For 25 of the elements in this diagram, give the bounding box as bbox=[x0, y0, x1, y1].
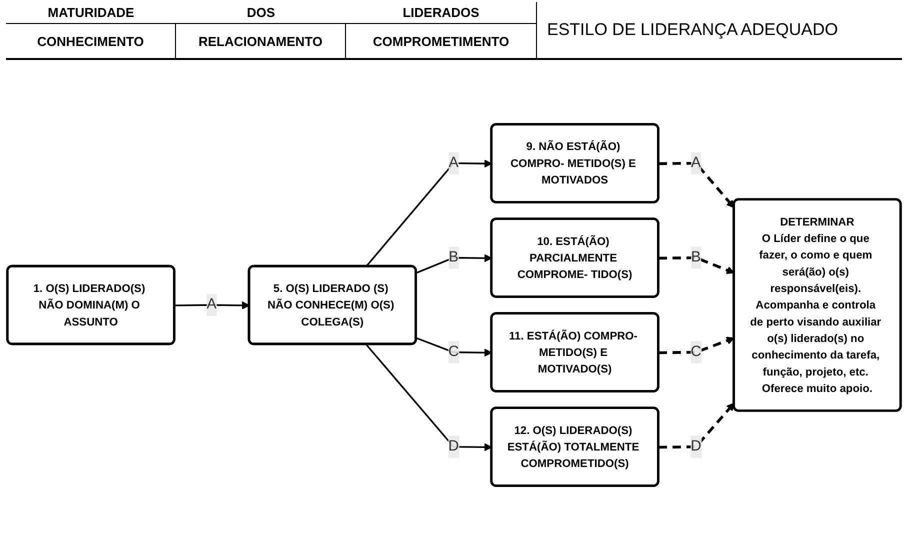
edge-label: A bbox=[206, 296, 217, 312]
arrow bbox=[416, 254, 492, 274]
edge-label: D bbox=[690, 438, 702, 454]
table-header: MATURIDADE bbox=[6, 2, 176, 24]
arrow bbox=[416, 337, 492, 357]
edge-label: A bbox=[448, 154, 459, 171]
arrow bbox=[658, 402, 735, 449]
arrow bbox=[658, 336, 735, 354]
edge-label: C bbox=[690, 344, 702, 360]
edge-label: B bbox=[691, 249, 701, 266]
edge-label: B bbox=[448, 249, 459, 266]
column-header: COMPROMETIMENTO bbox=[372, 32, 510, 50]
column-header: RELACIONAMENTO bbox=[176, 24, 346, 58]
table-header: ESTILO DE LIDERANÇA ADEQUADO bbox=[536, 2, 902, 58]
arrow bbox=[365, 160, 492, 268]
edge-label: D bbox=[448, 438, 459, 454]
arrow bbox=[658, 162, 735, 208]
column-header: CONHECIMENTO bbox=[6, 24, 176, 58]
edge-label: C bbox=[448, 344, 459, 360]
arrow bbox=[365, 344, 492, 452]
table-header: DOS bbox=[176, 2, 346, 24]
edge-label: A bbox=[691, 154, 701, 171]
arrow bbox=[174, 301, 250, 310]
table-header: LIDERADOS bbox=[346, 2, 536, 24]
arrow bbox=[658, 256, 735, 274]
